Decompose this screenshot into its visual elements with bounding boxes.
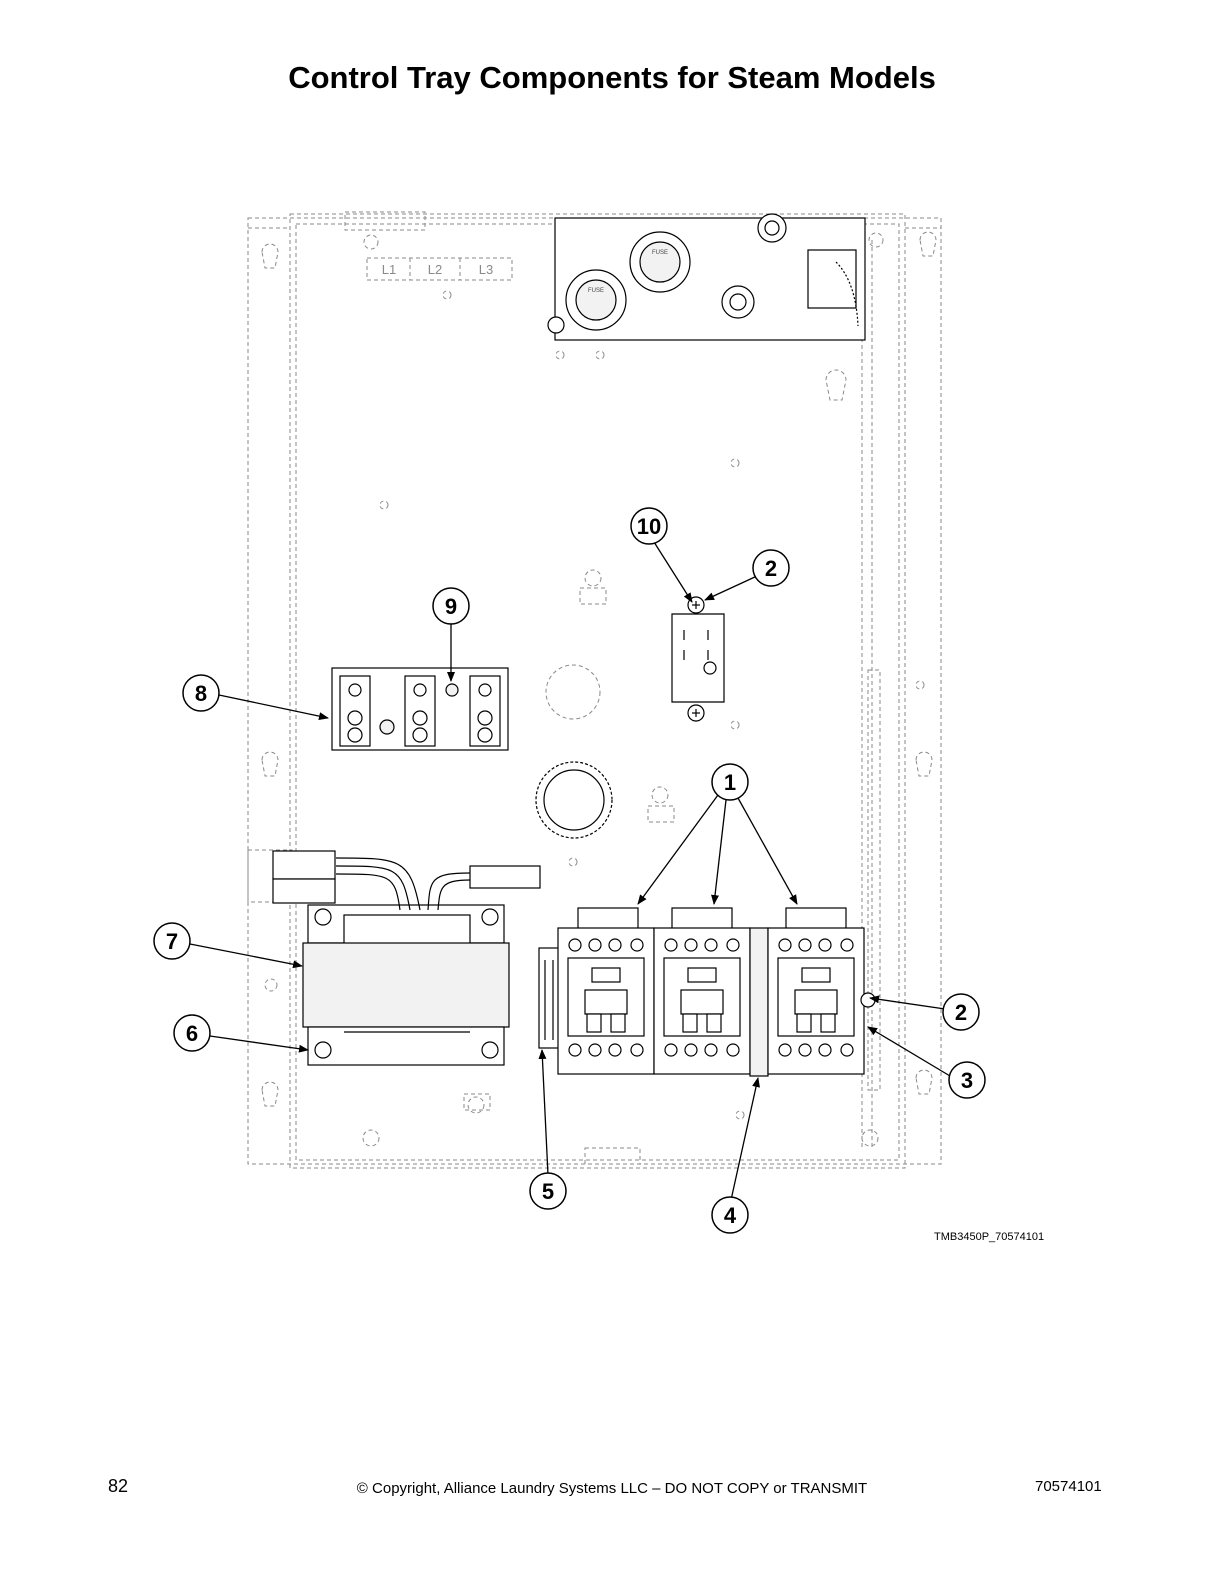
callout-2-right: 2: [942, 993, 980, 1031]
terminal-strip-labels: L1 L2 L3: [382, 262, 493, 277]
svg-text:10: 10: [637, 514, 661, 539]
callouts: 1 2 2 3 4 5 6 7 8 9 10: [153, 507, 986, 1234]
contactors: [557, 907, 876, 1077]
terminal-label-l1: L1: [382, 262, 396, 277]
fuse-panel: [547, 213, 866, 341]
callout-5: 5: [529, 1172, 567, 1210]
callout-7: 7: [153, 922, 191, 960]
transformer: [272, 850, 541, 1066]
contactor-2: [653, 907, 751, 1075]
fuse-labels: FUSE FUSE: [588, 250, 668, 294]
callout-8: 8: [182, 674, 220, 712]
callout-2-top: 2: [752, 549, 790, 587]
callout-9: 9: [432, 587, 470, 625]
svg-text:3: 3: [961, 1068, 973, 1093]
contactor-1: [557, 907, 655, 1075]
terminal-block: [331, 667, 509, 751]
callout-6: 6: [173, 1014, 211, 1052]
callout-1: 1: [711, 763, 749, 801]
terminal-label-l2: L2: [428, 262, 442, 277]
figure-id: TMB3450P_70574101: [934, 1231, 1045, 1243]
svg-text:6: 6: [186, 1021, 198, 1046]
fuse-label-2: FUSE: [652, 250, 668, 256]
fuse-label-1: FUSE: [588, 288, 604, 294]
svg-text:2: 2: [955, 1000, 967, 1025]
screw: [860, 992, 876, 1008]
contactor-3: [767, 907, 865, 1075]
terminal-label-l3: L3: [479, 262, 493, 277]
interlock: [749, 927, 769, 1077]
document-number: 70574101: [1035, 1478, 1102, 1495]
svg-text:5: 5: [542, 1179, 554, 1204]
svg-text:8: 8: [195, 681, 207, 706]
din-rail: [538, 947, 560, 1049]
svg-text:7: 7: [166, 929, 178, 954]
copyright-notice: © Copyright, Alliance Laundry Systems LL…: [356, 1480, 868, 1497]
svg-text:2: 2: [765, 556, 777, 581]
svg-text:1: 1: [724, 770, 736, 795]
relay-component: [671, 596, 725, 722]
page-number: 82: [108, 1476, 129, 1496]
callout-3: 3: [948, 1061, 986, 1099]
callout-4: 4: [711, 1196, 749, 1234]
gear-cutout: [535, 761, 613, 839]
svg-text:9: 9: [445, 594, 457, 619]
svg-text:4: 4: [724, 1203, 737, 1228]
leader-lines: [189, 541, 951, 1201]
callout-10: 10: [630, 507, 668, 545]
page-title: Control Tray Components for Steam Models: [288, 60, 936, 95]
